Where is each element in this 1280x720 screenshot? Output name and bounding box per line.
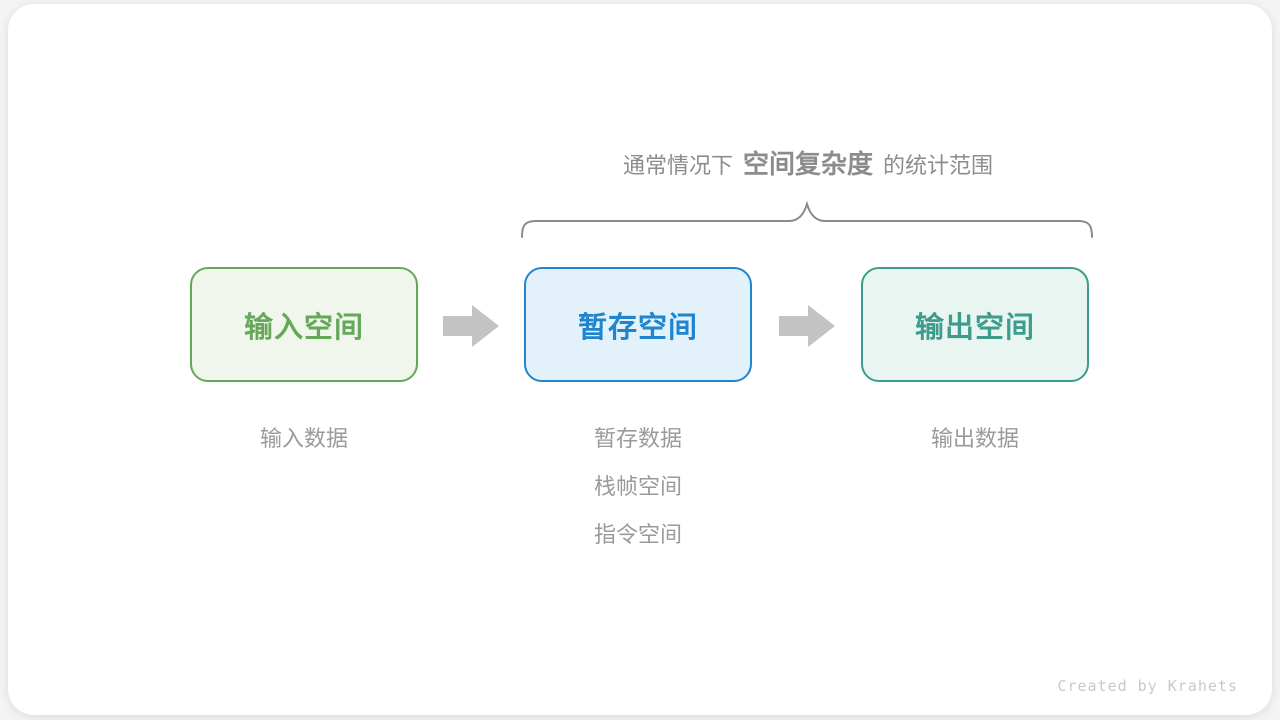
curly-brace-icon xyxy=(521,200,1093,238)
annotation-suffix: 的统计范围 xyxy=(883,153,994,178)
node-temp-space: 暂存空间 xyxy=(524,267,752,382)
node-temp-space-label: 暂存空间 xyxy=(577,311,698,344)
annotation-title: 通常情况下空间复杂度的统计范围 xyxy=(508,146,1108,182)
sublabel: 输出数据 xyxy=(930,426,1019,451)
sublabels-input-space: 输入数据 xyxy=(190,424,418,472)
node-input-space-label: 输入空间 xyxy=(243,311,364,344)
node-input-space: 输入空间 xyxy=(190,267,418,382)
arrow-right-icon xyxy=(779,305,835,347)
sublabel: 指令空间 xyxy=(593,522,682,547)
node-output-space: 输出空间 xyxy=(861,267,1089,382)
annotation-prefix: 通常情况下 xyxy=(622,153,733,178)
diagram-card: 通常情况下空间复杂度的统计范围 输入空间 暂存空间 输出空间 输入数据 暂存数据 xyxy=(8,4,1272,715)
annotation-highlight: 空间复杂度 xyxy=(742,149,873,179)
attribution-text: Created by Krahets xyxy=(1057,677,1238,695)
sublabels-temp-space: 暂存数据 栈帧空间 指令空间 xyxy=(524,424,752,568)
sublabels-output-space: 输出数据 xyxy=(861,424,1089,472)
sublabel: 输入数据 xyxy=(259,426,348,451)
sublabel: 栈帧空间 xyxy=(593,474,682,499)
node-output-space-label: 输出空间 xyxy=(914,311,1035,344)
sublabel: 暂存数据 xyxy=(593,426,682,451)
arrow-right-icon xyxy=(443,305,499,347)
